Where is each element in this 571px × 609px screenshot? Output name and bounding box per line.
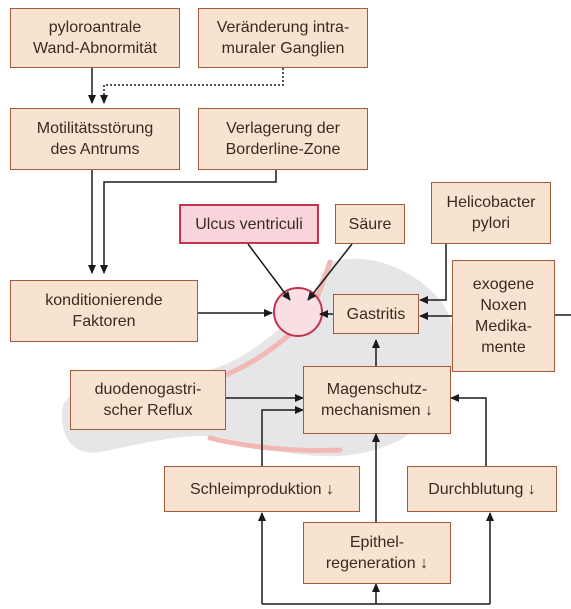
box-motilitaet-line-1: Motilitätsstörung <box>36 120 154 137</box>
connector-arrows <box>88 68 571 605</box>
box-helicobacter-line-1: Helicobacter <box>446 194 536 211</box>
box-helicobacter: Helicobacter pylori <box>431 182 551 244</box>
box-ulcus-ventriculi: Ulcus ventriculi <box>179 204 319 244</box>
box-saeure-label: Säure <box>348 215 392 233</box>
box-epithelregeneration: Epithel- regeneration ↓ <box>303 522 451 584</box>
box-saeure: Säure <box>335 204 405 244</box>
box-magenschutzmechanismen: Magenschutz- mechanismen ↓ <box>303 366 451 434</box>
box-veraenderung-line-1: Veränderung intra- <box>216 19 350 36</box>
box-konditionierende-faktoren: konditionierende Faktoren <box>10 280 198 342</box>
box-verlagerung-line-1: Verlagerung der <box>226 120 340 137</box>
box-schleim-label: Schleimproduktion ↓ <box>189 480 335 498</box>
box-ulcus-label: Ulcus ventriculi <box>195 215 303 233</box>
box-noxen-line-1: exogene <box>472 276 535 293</box>
box-motilitaetsstoerung: Motilitätsstörung des Antrums <box>10 108 180 170</box>
box-noxen-line-3: Medika- <box>475 318 532 335</box>
box-duodeno-line-2: scher Reflux <box>103 402 193 419</box>
box-durchblutung-label: Durchblutung ↓ <box>428 480 536 498</box>
box-magenschutz-line-2: mechanismen ↓ <box>320 402 434 419</box>
box-pyloroantrale-line-1: pyloroantrale <box>48 19 142 36</box>
box-durchblutung: Durchblutung ↓ <box>407 466 557 512</box>
box-verlagerung-line-2: Borderline-Zone <box>225 141 341 158</box>
box-gastritis-label: Gastritis <box>346 305 406 323</box>
box-konditionierende-line-1: konditionierende <box>45 292 163 309</box>
box-noxen-line-2: Noxen <box>480 297 527 314</box>
box-veraenderung-line-2: muraler Ganglien <box>221 40 345 57</box>
box-helicobacter-line-2: pylori <box>471 215 511 232</box>
box-duodeno-line-1: duodenogastri- <box>94 381 202 398</box>
box-gastritis: Gastritis <box>333 294 419 334</box>
box-pyloroantrale-line-2: Wand-Abnormität <box>33 40 157 57</box>
box-schleimproduktion: Schleimproduktion ↓ <box>164 466 360 512</box>
box-noxen-line-4: mente <box>481 339 526 356</box>
ulcer-circle <box>273 287 323 337</box>
box-pyloroantrale: pyloroantrale Wand-Abnormität <box>10 8 180 68</box>
box-epithel-line-1: Epithel- <box>349 534 405 551</box>
box-duodenogastrischer-reflux: duodenogastri- scher Reflux <box>70 370 226 430</box>
box-magenschutz-line-1: Magenschutz- <box>326 381 428 398</box>
box-exogene-noxen: exogene Noxen Medika- mente <box>452 260 555 372</box>
box-epithel-line-2: regeneration ↓ <box>325 555 429 572</box>
box-veraenderung-ganglien: Veränderung intra- muraler Ganglien <box>198 8 368 68</box>
box-konditionierende-line-2: Faktoren <box>72 313 136 330</box>
box-verlagerung-borderline: Verlagerung der Borderline-Zone <box>198 108 368 170</box>
box-motilitaet-line-2: des Antrums <box>50 141 140 158</box>
